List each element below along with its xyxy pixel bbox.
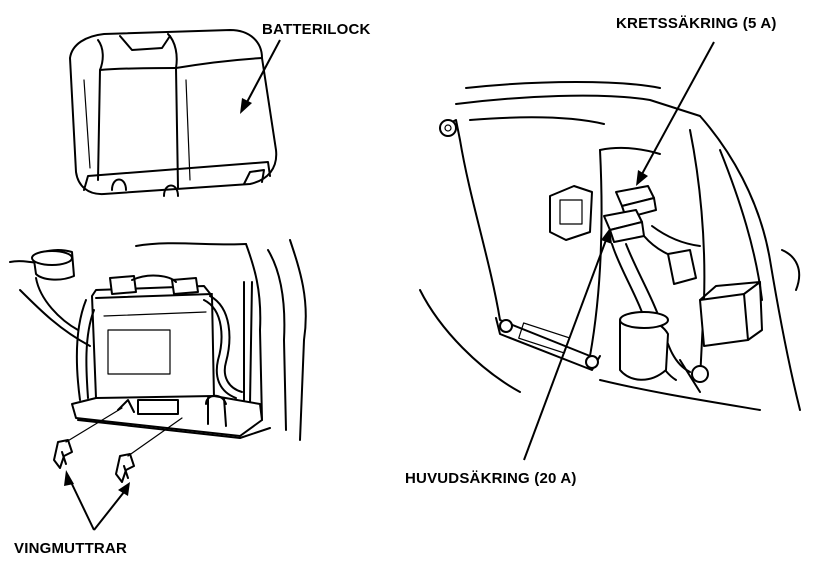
circuit-fuse-leader — [636, 41, 715, 186]
battery-cover-drawing — [69, 29, 278, 197]
wing-nuts-leader — [64, 470, 130, 531]
circuit-fuse-label: KRETSSÄKRING (5 A) — [616, 15, 777, 32]
main-fuse-label: HUVUDSÄKRING (20 A) — [405, 470, 577, 487]
wing-nut-right — [115, 453, 135, 483]
fuse-area-drawing — [419, 81, 801, 411]
battery-assembly-drawing — [9, 239, 307, 441]
wing-nuts-label: VINGMUTTRAR — [14, 540, 128, 557]
main-fuse-leader — [523, 228, 612, 461]
battery-cover-label: BATTERILOCK — [262, 21, 371, 38]
battery-cover-leader — [240, 39, 281, 114]
wing-nut-left — [53, 439, 73, 469]
